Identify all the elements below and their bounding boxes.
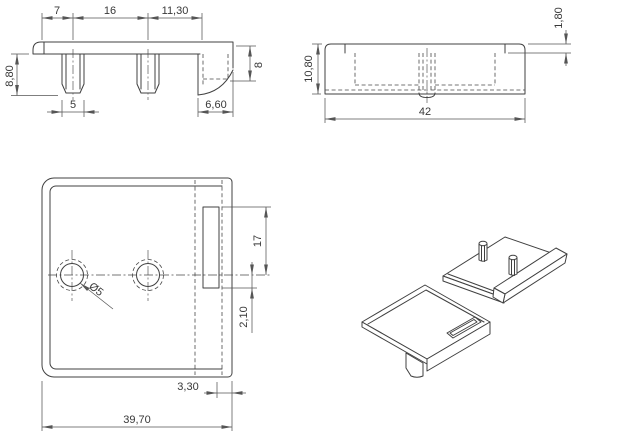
iso-plate-lip-line [447,273,503,295]
pin-body [478,243,488,262]
flange-bottom-curve [197,69,234,96]
dim-lip-height: 1,80 [553,7,565,28]
iso-pin-1 [478,240,488,262]
top-slot [202,206,220,289]
front-flange [197,53,234,96]
front-pin-2 [136,49,160,100]
pin-top [478,240,488,247]
dim-slot-to-center: 17 [252,235,264,247]
top-hole-1 [56,250,88,301]
leader-line [79,282,114,310]
iso-foot [405,352,424,378]
dim-pin-spacing: 16 [104,5,116,17]
top-hole-2 [132,250,164,301]
iso-plate-thickness [442,275,505,304]
side-dimensions: 42 10,80 1,80 [303,7,571,123]
isometric-view [361,236,568,378]
iso-slot-inner [449,319,478,336]
iso-top-face [361,284,491,360]
dim-overall-width: 39,70 [123,414,151,426]
dim-slot-edge-inset: 3,30 [177,381,198,393]
iso-cap-with-pins [442,236,568,304]
iso-cap-top-side [361,284,491,378]
dim-total-height: 10,80 [303,55,315,83]
dim-flange-offset: 11,30 [162,5,189,17]
dim-pin-width: 5 [70,99,76,111]
pin-top [508,254,518,261]
front-plate-outline [32,41,234,69]
dim-center-to-slot-bottom: 2,10 [238,306,250,327]
front-pin-1 [61,49,85,100]
dim-hole-diameter: Ø5 [86,280,105,298]
side-hidden-pin [418,48,436,103]
iso-flange-bar-end [492,287,506,304]
dim-flange-width: 6,60 [205,99,226,111]
dim-pin-offset-left: 7 [54,5,60,17]
pin-body [508,257,518,276]
top-view: Ø5 17 2,10 3,30 39,70 [41,177,271,431]
top-outline [41,177,233,378]
dim-total-width: 42 [419,106,431,118]
dim-pin-length: 8,80 [4,65,16,86]
top-dimensions: Ø5 17 2,10 3,30 39,70 [41,206,271,431]
top-lip-inner [49,185,223,370]
iso-pin-2 [508,254,518,276]
dim-flange-height: 8 [253,62,265,68]
iso-lip-inner-line [367,289,485,325]
side-outline [324,43,526,95]
front-dimensions: 7 16 11,30 8,80 5 6,60 8 [4,5,265,117]
iso-skirt-front [426,321,491,372]
side-view: 42 10,80 1,80 [303,7,571,123]
iso-edge-thickness [361,321,428,365]
front-view: 7 16 11,30 8,80 5 6,60 8 [4,5,265,117]
iso-slot-outline [446,316,482,339]
